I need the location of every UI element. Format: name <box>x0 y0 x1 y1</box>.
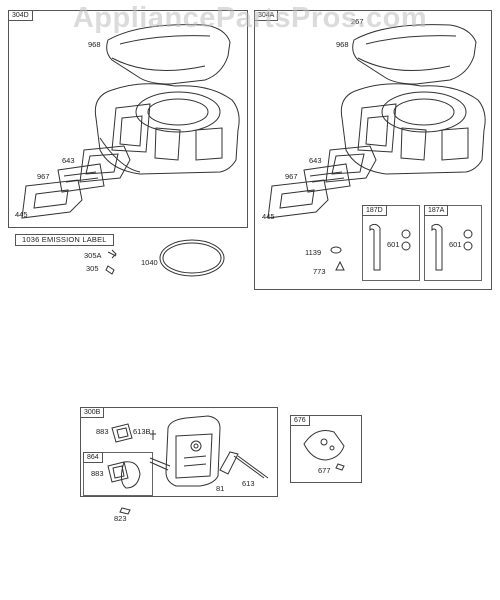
left-top-cover <box>107 25 230 84</box>
bolt-613b <box>150 430 156 440</box>
callout-643-right: 643 <box>309 156 322 165</box>
panel-676: 676 <box>290 415 362 483</box>
group-tag-304a: 304A <box>254 10 279 21</box>
callout-677: 677 <box>318 466 331 475</box>
group-tag-676: 676 <box>290 415 310 426</box>
screw-305a <box>108 250 116 258</box>
callout-883-sub: 883 <box>91 469 104 478</box>
screw-823 <box>120 508 130 514</box>
emission-label: 1036 EMISSION LABEL <box>15 234 114 246</box>
callout-773: 773 <box>313 267 326 276</box>
group-tag-864: 864 <box>83 452 103 463</box>
left-blower-housing <box>95 84 239 174</box>
plug-773 <box>336 262 344 270</box>
group-tag-187a: 187A <box>424 205 449 216</box>
callout-883-top: 883 <box>96 427 109 436</box>
panel-304a: 304A <box>254 10 492 290</box>
panel-304d: 304D <box>8 10 248 228</box>
fuel-line-187a <box>432 224 442 270</box>
clamp-601-b1 <box>464 230 472 238</box>
callout-823: 823 <box>114 514 127 523</box>
callout-968: 968 <box>88 40 101 49</box>
screw-305 <box>106 266 114 274</box>
group-tag-187d: 187D <box>362 205 387 216</box>
callout-1139: 1139 <box>305 248 322 257</box>
heat-shield-81 <box>220 452 238 474</box>
flange-864 <box>121 462 140 488</box>
subpanel-864: 864 <box>83 452 153 496</box>
callout-967: 967 <box>37 172 50 181</box>
clamp-601-a2 <box>402 242 410 250</box>
left-cover-445 <box>22 180 82 218</box>
callout-613: 613 <box>242 479 255 488</box>
callout-305a: 305A <box>84 251 102 260</box>
panel-300b: 300B <box>80 407 278 497</box>
left-plate-643 <box>80 146 130 182</box>
stud-613 <box>234 456 264 478</box>
callout-601-a: 601 <box>387 240 400 249</box>
callout-643: 643 <box>62 156 75 165</box>
clamp-601-a1 <box>402 230 410 238</box>
callout-1040: 1040 <box>141 258 158 267</box>
callout-968-right: 968 <box>336 40 349 49</box>
subpanel-187d: 187D <box>362 205 420 281</box>
clamp-601-b2 <box>464 242 472 250</box>
fuel-line-187d <box>370 224 380 270</box>
left-label-967 <box>58 164 104 192</box>
right-blower-housing <box>341 84 485 174</box>
subpanel-187a: 187A <box>424 205 482 281</box>
group-tag-300b: 300B <box>80 407 105 418</box>
callout-267: 267 <box>351 17 364 26</box>
group-tag-304d: 304D <box>8 10 33 21</box>
right-top-cover <box>353 25 476 84</box>
callout-305: 305 <box>86 264 99 273</box>
gasket-883-top <box>112 424 132 442</box>
callout-445-right: 445 <box>262 212 275 221</box>
guard-676 <box>304 431 344 461</box>
callout-601-b: 601 <box>449 240 462 249</box>
callout-967-right: 967 <box>285 172 298 181</box>
callout-445: 445 <box>15 210 28 219</box>
callout-81: 81 <box>216 484 225 493</box>
ring-1040 <box>160 240 224 276</box>
muffler-body <box>166 416 220 486</box>
callout-613b: 613B <box>133 427 151 436</box>
screw-677 <box>336 464 344 470</box>
washer-1139 <box>331 247 341 253</box>
gasket-883-sub <box>108 462 128 482</box>
